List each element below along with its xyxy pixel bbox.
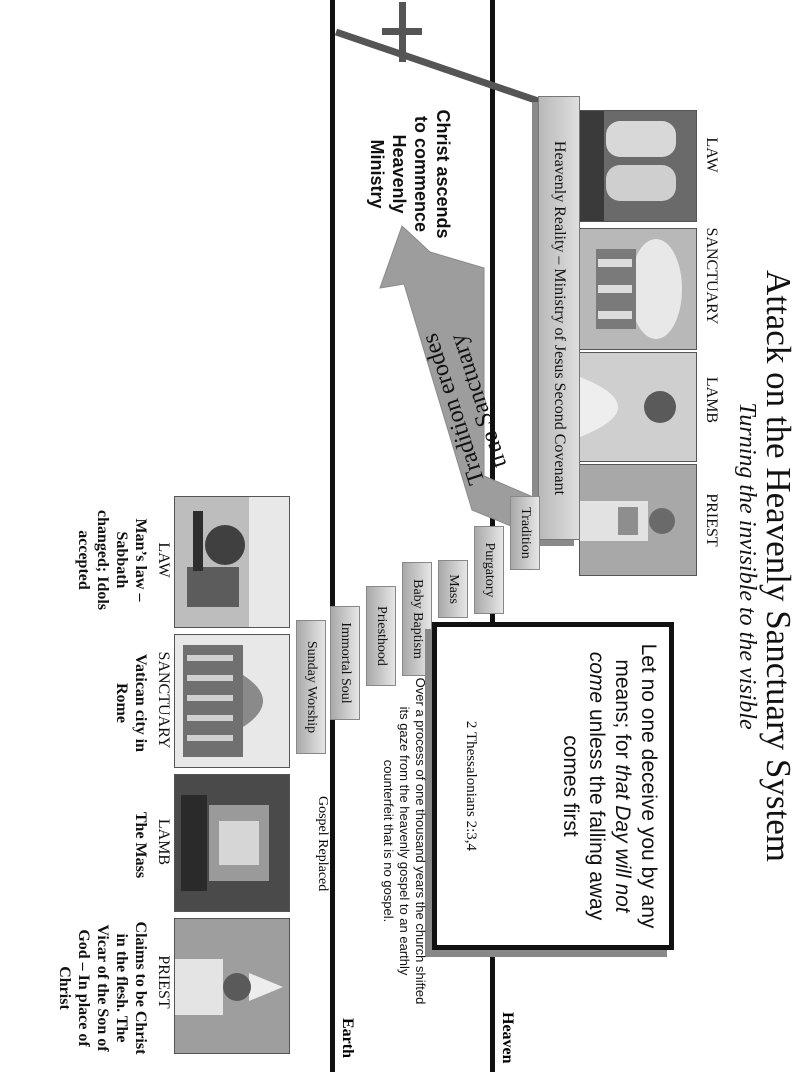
pope-photo-icon [174,918,290,1054]
tradition-erodes-arrow [379,225,541,539]
bottom-desc-lamb: The Mass [132,811,149,879]
bottom-desc-law: Man’s law – Sabbath changed; Idols accep… [75,509,149,611]
vatican-photo-icon [174,634,290,768]
ascension-arrow [334,28,549,108]
tag-priesthood: Priesthood [366,586,396,686]
bottom-desc-priest: Claims to be Christ in the flesh. The Vi… [56,921,149,1055]
top-label-sanctuary: SANCTUARY [703,227,720,325]
tag-tradition: Tradition [510,496,540,570]
bottom-label-law: LAW [155,542,172,578]
bottom-desc-sanctuary: Vatican city in Rome [113,653,149,753]
lamb-jesus-photo-icon [579,352,697,462]
priest-photo-icon [579,464,697,576]
bottom-label-priest: PRIEST [155,955,172,1009]
quote-reference: 2 Thessalonians 2:3,4 [463,720,479,852]
idol-sculptor-photo-icon [174,496,290,628]
sanctuary-photo-icon [579,228,697,350]
top-label-priest: PRIEST [703,493,720,547]
ascend-text: Christ ascends to commence Heavenly Mini… [367,109,453,239]
law-tablets-photo-icon [579,110,697,222]
gospel-replaced-label: Gospel Replaced [315,796,330,892]
top-label-lamb: LAMB [703,376,720,424]
tag-baby-baptism: Baby Baptism [402,562,432,676]
process-text: Over a process of one thousand years the… [381,677,428,1005]
quote-part2: unless the falling away comes first [559,703,608,921]
tag-mass: Mass [438,560,468,618]
bottom-label-sanctuary: SANCTUARY [155,651,172,749]
cross-bar-icon [382,28,422,35]
mass-altar-photo-icon [174,774,290,912]
bottom-label-lamb: LAMB [155,818,172,866]
heavenly-reality-box: Heavenly Reality – Ministry of Jesus Sec… [538,96,580,540]
tag-purgatory: Purgatory [474,526,504,614]
quote-text: Let no one deceive you by any means; for… [557,637,661,935]
quote-box: Let no one deceive you by any means; for… [432,622,674,950]
tag-sunday-worship: Sunday Worship [296,620,326,754]
top-label-law: LAW [703,137,720,173]
tag-immortal-soul: Immortal Soul [330,606,360,720]
